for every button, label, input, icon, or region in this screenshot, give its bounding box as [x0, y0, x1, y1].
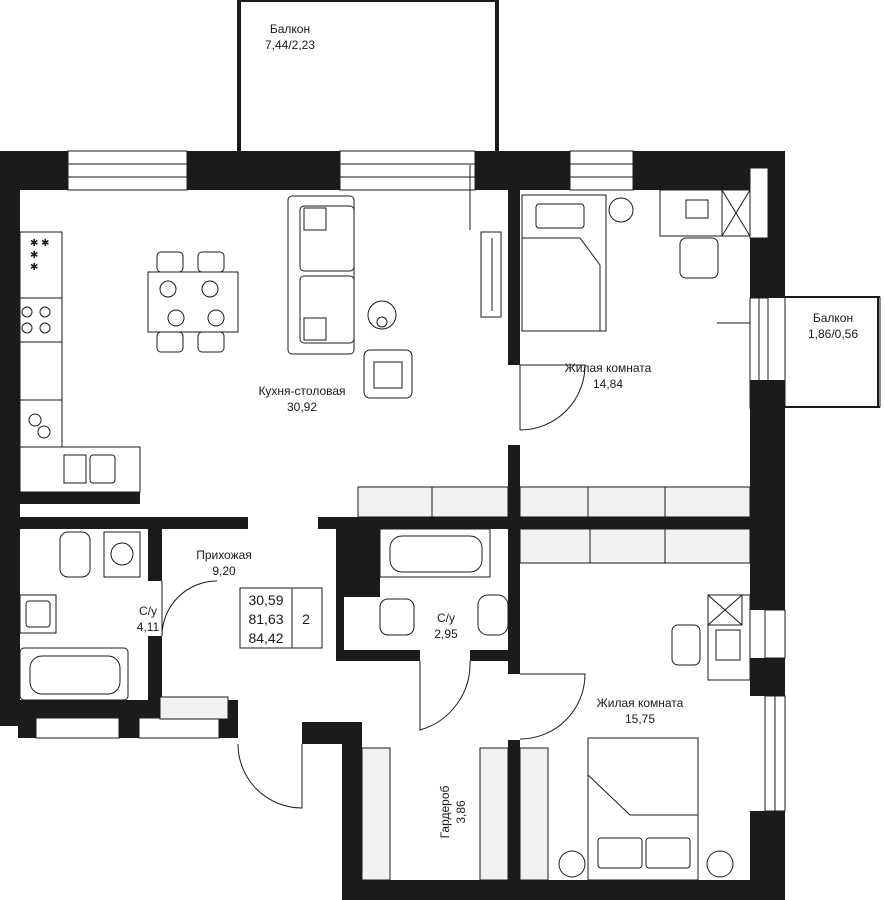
room-area: 2,95 — [434, 627, 458, 641]
room-label-balcony-right[interactable]: Балкон 1,86/0,56 — [808, 311, 858, 341]
sofa — [287, 195, 355, 355]
room-area: 30,92 — [287, 400, 317, 414]
room-label-bathroom-2[interactable]: С/у 2,95 — [434, 611, 458, 641]
room-area: 4,11 — [137, 620, 160, 634]
summary-area-total: 81,63 — [248, 611, 283, 627]
wardrobe-room-fixtures — [361, 747, 549, 881]
room-area: 7,44/2,23 — [265, 38, 315, 52]
room-name: Балкон — [813, 311, 853, 325]
wardrobe-row-bedroom2 — [519, 528, 751, 564]
tv-unit — [480, 231, 502, 318]
svg-text:✱: ✱ — [30, 262, 38, 273]
room-name: Жилая комната — [565, 361, 652, 375]
summary-area-living: 30,59 — [248, 592, 283, 608]
doors — [161, 165, 750, 809]
bathroom-2-fixtures — [379, 528, 509, 636]
dining-table — [147, 251, 239, 353]
desk-1 — [608, 189, 751, 279]
room-area: 3,86 — [454, 800, 468, 824]
cooktop-icon: ✱ ✱✱✱ — [21, 238, 51, 334]
room-area: 1,86/0,56 — [808, 327, 858, 341]
coffee-table — [367, 300, 397, 330]
room-label-living-room-2[interactable]: Жилая комната 15,75 — [597, 696, 684, 726]
summary-area-with-balcony: 84,42 — [248, 630, 283, 646]
interior-walls — [0, 190, 750, 900]
wardrobe-row-kitchen — [357, 486, 509, 518]
room-area: 9,20 — [212, 564, 236, 578]
svg-text:✱ ✱: ✱ ✱ — [30, 238, 50, 249]
room-name: Гардероб — [438, 785, 452, 838]
room-label-living-room-1[interactable]: Жилая комната 14,84 — [565, 361, 652, 391]
room-label-hallway[interactable]: Прихожая 9,20 — [196, 548, 252, 578]
room-name: Жилая комната — [597, 696, 684, 710]
bathroom-1-fixtures — [19, 531, 229, 720]
wardrobe-row-bedroom1 — [519, 486, 751, 518]
balcony-top[interactable] — [237, 0, 499, 152]
room-label-bathroom-1[interactable]: С/у 4,11 — [137, 604, 160, 634]
summary-rooms-count: 2 — [302, 611, 310, 627]
room-name: С/у — [139, 604, 157, 618]
room-label-balcony-top[interactable]: Балкон 7,44/2,23 — [265, 22, 315, 52]
room-area: 15,75 — [625, 712, 655, 726]
room-label-kitchen-dining[interactable]: Кухня-столовая 30,92 — [258, 384, 345, 414]
svg-text:✱: ✱ — [30, 250, 38, 261]
room-area: 14,84 — [593, 377, 623, 391]
room-label-wardrobe[interactable]: Гардероб 3,86 — [438, 785, 468, 838]
room-name: Балкон — [270, 22, 310, 36]
room-name: Прихожая — [196, 548, 252, 562]
bed-2 — [558, 737, 734, 881]
sink-icon — [28, 413, 116, 484]
area-summary: 30,59 81,63 84,42 2 — [239, 587, 323, 649]
room-name: Кухня-столовая — [258, 384, 345, 398]
room-name: С/у — [437, 611, 455, 625]
bed-1 — [521, 194, 607, 332]
armchair — [363, 349, 413, 399]
desk-2 — [671, 594, 751, 681]
balcony-right[interactable] — [784, 296, 881, 408]
